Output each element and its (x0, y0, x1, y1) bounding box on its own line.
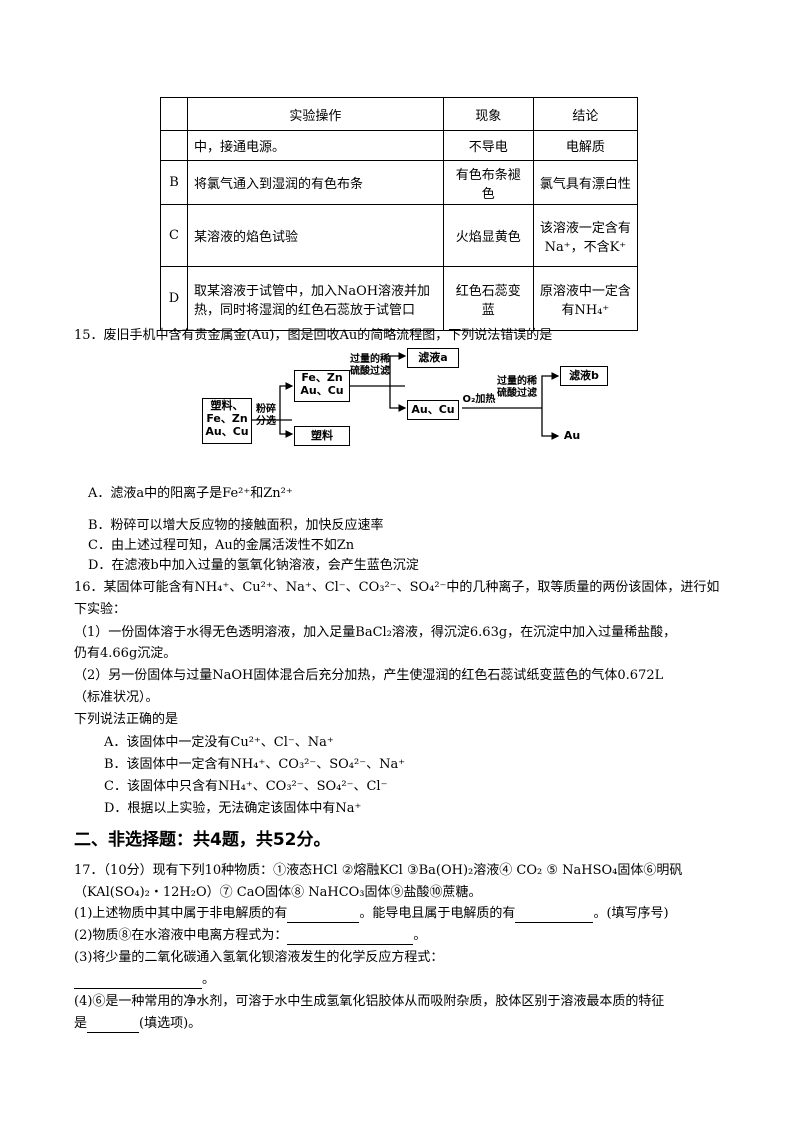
au-product-label: Au (563, 429, 581, 442)
table-cell-op: 将氯气通入到湿润的有色布条 (186, 160, 444, 205)
q15-option-c: C．由上述过程可知，Au的金属活泼性不如Zn (88, 538, 355, 553)
q17-part1-text: (1)上述物质中其中属于非电解质的有 (74, 906, 288, 921)
table-row: 中，接通电源。 不导电 电解质 (160, 130, 639, 161)
table-cell-ph: 火焰显黄色 (442, 204, 534, 267)
table-header: 现象 (442, 97, 534, 131)
acid-step-1-label: 过量的稀硫酸过滤 (350, 354, 390, 377)
q17-part3-text: 。 (202, 972, 216, 987)
q15-stem: 15．废旧手机中含有贵金属金(Au)，图是回收Au的简略流程图，下列说法错误的是 (74, 328, 553, 343)
q17-part3-answer: 。 (74, 971, 215, 989)
answer-blank[interactable] (287, 930, 414, 945)
start-material-box: 塑料、Fe、Zn Au、Cu (202, 398, 252, 444)
table-cell-co: 该溶液一定含有Na⁺，不含K⁺ (532, 204, 639, 267)
q15-option-a: A．滤液a中的阳离子是Fe²⁺和Zn²⁺ (88, 486, 293, 501)
arrow-line (279, 420, 294, 438)
q15-option-d: D．在滤液b中加入过量的氢氧化钠溶液，会产生蓝色沉淀 (88, 558, 419, 573)
q16-part1: （1）一份固体溶于水得无色透明溶液，加入足量BaCl₂溶液，得沉淀6.63g，在… (74, 625, 677, 640)
q16-part1: 仍有4.66g沉淀。 (74, 646, 177, 661)
q17-part4: 是 (填选项)。 (74, 1015, 201, 1033)
table-cell-co: 氯气具有漂白性 (532, 160, 639, 205)
q16-option-c: C．该固体中只含有NH₄⁺、CO₃²⁻、SO₄²⁻、Cl⁻ (104, 779, 388, 794)
table-cell-ph: 有色布条褪色 (442, 160, 534, 205)
q17-part1: (1)上述物质中其中属于非电解质的有 。能导电且属于电解质的有 。(填写序号) (74, 905, 669, 923)
filtrate-a-box: 滤液a (407, 348, 459, 368)
q17-part4-text: (填选项)。 (139, 1016, 202, 1031)
q16-stem: 16．某固体可能含有NH₄⁺、Cu²⁺、Na⁺、Cl⁻、CO₃²⁻、SO₄²⁻中… (74, 580, 720, 595)
arrow-line (541, 372, 560, 408)
au-cu-box: Au、Cu (407, 400, 459, 420)
arrow-line (389, 386, 407, 412)
q17-part2-text: (2)物质⑧在水溶液中电离方程式为： (74, 928, 288, 943)
plastic-box: 塑料 (294, 426, 350, 446)
step-crush-label: 粉碎分选 (256, 404, 276, 427)
table-cell-op: 取某溶液于试管中，加入NaOH溶液并加热，同时将湿润的红色石蕊放于试管口 (186, 266, 444, 331)
arrow-line (541, 408, 560, 440)
q16-option-a: A．该固体中一定没有Cu²⁺、Cl⁻、Na⁺ (104, 735, 334, 750)
table-header: 实验操作 (186, 97, 444, 131)
q16-ask: 下列说法正确的是 (74, 712, 179, 727)
acid-step-2-label: 过量的稀硫酸过滤 (497, 376, 537, 399)
q16-part2: （标准状况）。 (74, 690, 159, 705)
answer-blank[interactable] (515, 908, 594, 923)
q17-part1-text: 。能导电且属于电解质的有 (359, 906, 516, 921)
q17-stem: （KAl(SO₄)₂・12H₂O）⑦ CaO固体⑧ NaHCO₃固体⑨盐酸⑩蔗糖… (74, 885, 482, 900)
answer-blank[interactable] (287, 908, 360, 923)
metals-box: Fe、Zn Au、Cu (294, 370, 350, 402)
answer-blank[interactable] (74, 974, 202, 989)
table-cell-op: 中，接通电源。 (186, 130, 444, 161)
answer-blank[interactable] (87, 1018, 140, 1033)
recovery-flowchart: 塑料、Fe、Zn Au、Cu 粉碎分选 Fe、Zn Au、Cu 塑料 过量的稀硫… (200, 346, 620, 456)
flowchart-arrows (252, 352, 560, 440)
arrow-line (279, 382, 294, 420)
q17-part2: (2)物质⑧在水溶液中电离方程式为： 。 (74, 927, 426, 945)
section-heading: 二、非选择题：共4题，共52分。 (74, 830, 331, 850)
q16-stem: 下实验： (74, 602, 127, 617)
experiment-table: 实验操作 现象 结论 中，接通电源。 不导电 电解质 B 将氯气通入到湿润的有色… (160, 97, 639, 331)
q16-part2: （2）另一份固体与过量NaOH固体混合后充分加热，产生使湿润的红色石蕊试纸变蓝色… (74, 668, 664, 683)
q17-part2-text: 。 (413, 928, 427, 943)
q17-part4-text: 是 (74, 1016, 88, 1031)
table-cell-id (160, 130, 188, 161)
table-cell-id: C (160, 204, 188, 267)
q15-option-b: B．粉碎可以增大反应物的接触面积，加快反应速率 (88, 518, 384, 533)
table-header: 结论 (532, 97, 639, 131)
q16-option-d: D．根据以上实验，无法确定该固体中有Na⁺ (104, 801, 362, 816)
table-header-row: 实验操作 现象 结论 (160, 97, 639, 131)
table-row: C 某溶液的焰色试验 火焰显黄色 该溶液一定含有Na⁺，不含K⁺ (160, 204, 639, 267)
q16-option-b: B．该固体中一定含有NH₄⁺、CO₃²⁻、SO₄²⁻、Na⁺ (104, 757, 406, 772)
table-cell-ph: 不导电 (442, 130, 534, 161)
table-cell-id: B (160, 160, 188, 205)
table-row: B 将氯气通入到湿润的有色布条 有色布条褪色 氯气具有漂白性 (160, 160, 639, 205)
table-cell-co: 电解质 (532, 130, 639, 161)
o2-heat-label: O₂加热 (462, 394, 496, 405)
q17-part4: (4)⑥是一种常用的净水剂，可溶于水中生成氢氧化铝胶体从而吸附杂质，胶体区别于溶… (74, 994, 665, 1009)
q17-stem: 17．（10分）现有下列10种物质：①液态HCl ②熔融KCl ③Ba(OH)₂… (74, 863, 683, 878)
q17-part1-text: 。(填写序号) (593, 906, 669, 921)
table-row: D 取某溶液于试管中，加入NaOH溶液并加热，同时将湿润的红色石蕊放于试管口 红… (160, 266, 639, 331)
table-cell-id: D (160, 266, 188, 331)
table-cell-ph: 红色石蕊变蓝 (442, 266, 534, 331)
table-cell-co: 原溶液中一定含有NH₄⁺ (532, 266, 639, 331)
arrow-line (389, 352, 407, 386)
table-cell-op: 某溶液的焰色试验 (186, 204, 444, 267)
q17-part3: (3)将少量的二氧化碳通入氢氧化钡溶液发生的化学反应方程式： (74, 950, 444, 965)
filtrate-b-box: 滤液b (560, 366, 608, 386)
table-header (160, 97, 188, 131)
